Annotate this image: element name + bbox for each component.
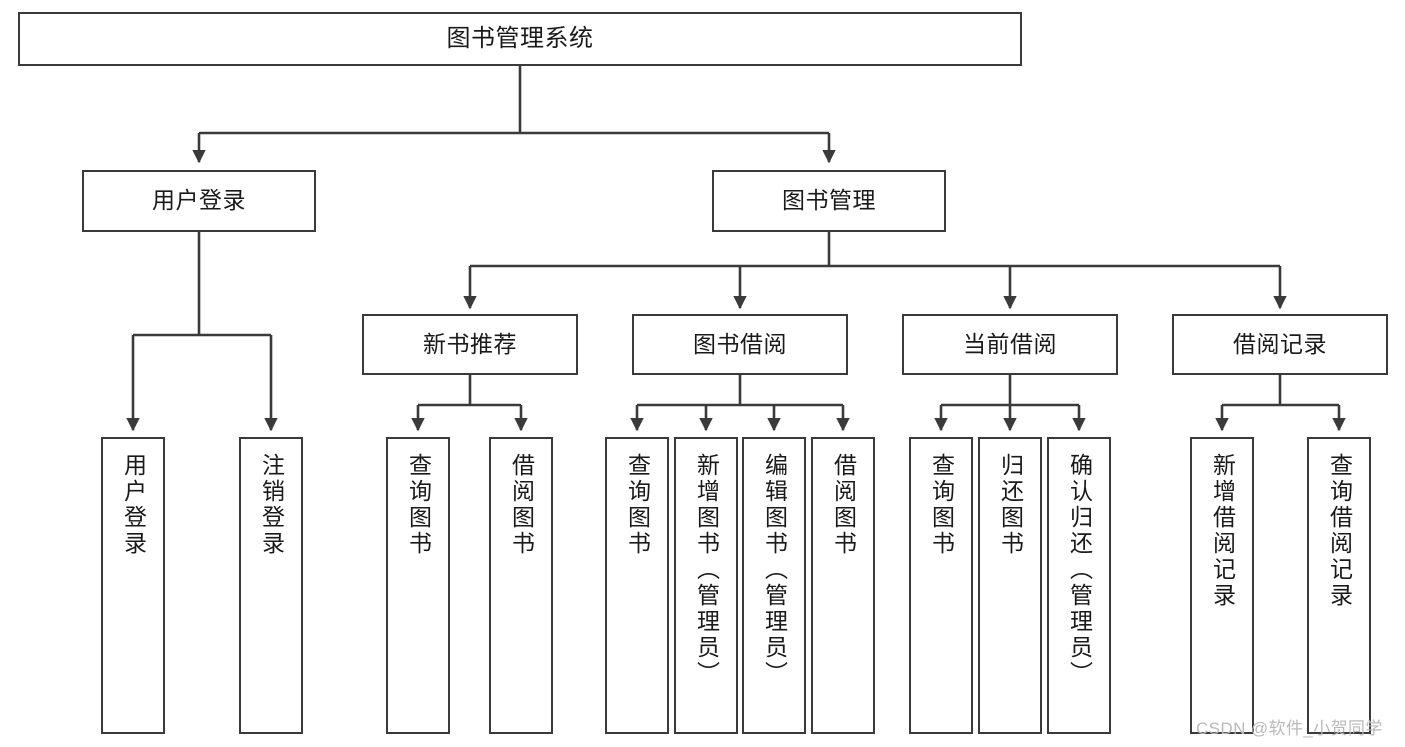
- node-label: 注销登录: [258, 453, 285, 557]
- node-label: 归还图书: [997, 453, 1024, 557]
- node-leaf-add-book[interactable]: 新增图书（管理员）: [674, 437, 738, 734]
- node-label: 新增图书（管理员）: [693, 453, 720, 687]
- node-leaf-return-book[interactable]: 归还图书: [978, 437, 1042, 734]
- node-leaf-borrow-book-2[interactable]: 借阅图书: [811, 437, 875, 734]
- node-root-book-management-system[interactable]: 图书管理系统: [18, 12, 1022, 66]
- node-leaf-query-record[interactable]: 查询借阅记录: [1307, 437, 1371, 734]
- node-borrow-record[interactable]: 借阅记录: [1172, 314, 1388, 375]
- node-label: 新书推荐: [423, 330, 517, 357]
- node-leaf-logout-login[interactable]: 注销登录: [239, 437, 303, 734]
- node-leaf-borrow-book-1[interactable]: 借阅图书: [489, 437, 553, 734]
- node-new-book-recommend[interactable]: 新书推荐: [362, 314, 578, 375]
- node-leaf-query-book-1[interactable]: 查询图书: [386, 437, 450, 734]
- node-label: 查询图书: [405, 453, 432, 557]
- node-label: 图书管理系统: [446, 24, 594, 52]
- node-user-login[interactable]: 用户登录: [82, 170, 316, 232]
- node-label: 借阅记录: [1233, 330, 1327, 357]
- node-leaf-edit-book[interactable]: 编辑图书（管理员）: [742, 437, 806, 734]
- node-leaf-confirm-return[interactable]: 确认归还（管理员）: [1047, 437, 1111, 734]
- node-leaf-add-record[interactable]: 新增借阅记录: [1190, 437, 1254, 734]
- node-label: 图书管理: [782, 187, 876, 214]
- node-label: 新增借阅记录: [1209, 453, 1236, 609]
- node-label: 用户登录: [152, 187, 246, 214]
- node-label: 确认归还（管理员）: [1066, 453, 1093, 687]
- node-book-borrow[interactable]: 图书借阅: [632, 314, 848, 375]
- node-label: 查询图书: [624, 453, 651, 557]
- node-leaf-query-book-3[interactable]: 查询图书: [909, 437, 973, 734]
- node-label: 查询借阅记录: [1326, 453, 1353, 609]
- node-label: 借阅图书: [508, 453, 535, 557]
- node-label: 图书借阅: [693, 330, 787, 357]
- node-label: 当前借阅: [963, 330, 1057, 357]
- node-book-management[interactable]: 图书管理: [712, 170, 946, 232]
- node-label: 编辑图书（管理员）: [761, 453, 788, 687]
- node-label: 用户登录: [120, 453, 147, 557]
- node-leaf-query-book-2[interactable]: 查询图书: [605, 437, 669, 734]
- node-label: 借阅图书: [830, 453, 857, 557]
- csdn-watermark: CSDN @软件_小贺同学: [1196, 719, 1383, 738]
- node-leaf-user-login[interactable]: 用户登录: [101, 437, 165, 734]
- node-current-borrow[interactable]: 当前借阅: [902, 314, 1118, 375]
- node-label: 查询图书: [928, 453, 955, 557]
